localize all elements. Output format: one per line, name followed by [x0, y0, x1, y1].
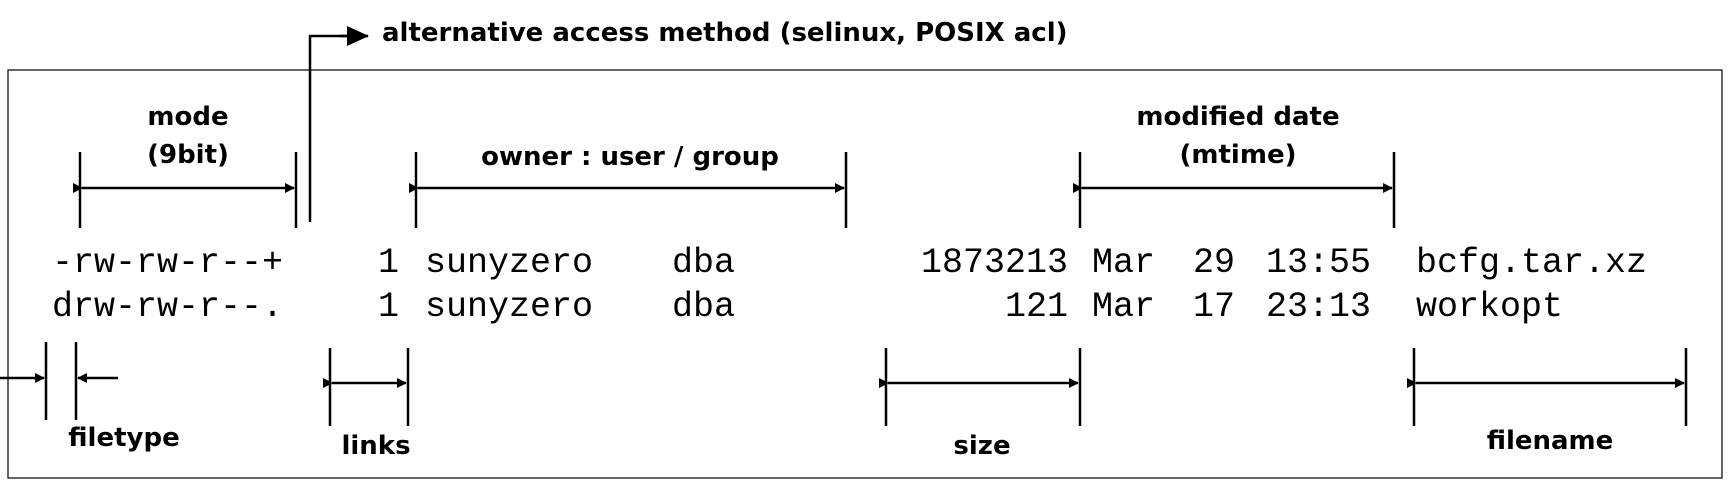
size-field: 121	[1005, 287, 1068, 327]
month-field: Mar	[1092, 243, 1155, 283]
links-field: 1	[378, 287, 399, 327]
owner-label: owner : user / group	[481, 142, 779, 172]
day-field: 29	[1193, 243, 1235, 283]
listing-row-2: drw-rw-r--. 1 sunyzero dba 121 Mar 17 23…	[52, 287, 1563, 327]
links-field: 1	[378, 243, 399, 283]
diagram-frame	[7, 69, 1723, 479]
permissions-field: drw-rw-r--.	[52, 287, 283, 327]
filetype-label: filetype	[68, 423, 179, 453]
filename-field: bcfg.tar.xz	[1416, 243, 1647, 283]
alt-access-pointer-line	[308, 34, 348, 222]
permissions-field: -rw-rw-r--+	[52, 243, 283, 283]
mode-bits-label: (9bit)	[147, 140, 229, 170]
size-field: 1873213	[921, 243, 1068, 283]
user-field: sunyzero	[425, 243, 593, 283]
day-field: 17	[1193, 287, 1235, 327]
size-label: size	[953, 431, 1010, 461]
group-field: dba	[672, 243, 735, 283]
group-field: dba	[672, 287, 735, 327]
alt-access-label: alternative access method (selinux, POSI…	[382, 18, 1068, 48]
user-field: sunyzero	[425, 287, 593, 327]
listing-row-1: -rw-rw-r--+ 1 sunyzero dba 1873213 Mar 2…	[52, 243, 1647, 283]
mtime-label: (mtime)	[1180, 140, 1297, 170]
mode-label: mode	[147, 102, 228, 132]
time-field: 13:55	[1266, 243, 1371, 283]
filename-label: filename	[1487, 426, 1614, 456]
mdate-label: modified date	[1136, 102, 1339, 132]
links-label: links	[341, 431, 410, 461]
month-field: Mar	[1092, 287, 1155, 327]
time-field: 23:13	[1266, 287, 1371, 327]
filename-field: workopt	[1416, 287, 1563, 327]
